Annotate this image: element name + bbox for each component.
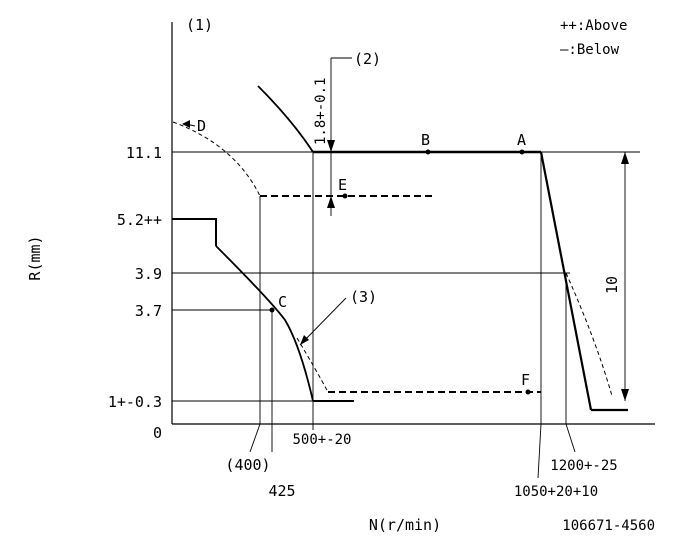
d-arrow	[182, 120, 190, 128]
ytick-0: 0	[153, 424, 162, 442]
point-a-marker	[519, 149, 525, 155]
xtick-500: 500+-20	[292, 432, 351, 448]
curve-d-dashed	[172, 121, 261, 197]
point-f-label: F	[521, 371, 530, 389]
ytick-11-1: 11.1	[126, 144, 162, 162]
point-e-marker	[342, 193, 348, 199]
note3-leader	[299, 297, 347, 346]
point-c-label: C	[278, 293, 287, 311]
ytick-1: 1+-0.3	[108, 393, 162, 411]
point-a-label: A	[517, 131, 526, 149]
xtick-1200: 1200+-25	[550, 458, 617, 474]
point-c-marker	[269, 307, 275, 313]
xtick-425: 425	[268, 482, 295, 500]
xtick-400: (400)	[225, 456, 270, 474]
ytick-3-9: 3.9	[135, 265, 162, 283]
note3-arrow	[300, 335, 309, 345]
gap-arrow-down	[327, 140, 335, 152]
droop-dashed	[565, 272, 613, 397]
note2-label: (2)	[354, 50, 381, 68]
y-axis-label: R(mm)	[26, 235, 44, 280]
xtick-1050: 1050+20+10	[514, 484, 598, 500]
span-arrow-top	[621, 152, 629, 164]
x-axis-label: N(r/min)	[369, 516, 441, 534]
gap-arrow-up	[327, 196, 335, 208]
legend-above: ++:Above	[560, 18, 627, 34]
point-e-label: E	[338, 176, 347, 194]
leader-1050	[537, 423, 542, 479]
start-curve-step	[172, 218, 217, 246]
point-f-marker	[525, 389, 531, 395]
full-load-rise	[257, 85, 314, 153]
point-b-label: B	[421, 131, 430, 149]
full-load-droop	[539, 151, 593, 411]
ytick-5-2: 5.2++	[117, 211, 162, 229]
ytick-3-7: 3.7	[135, 302, 162, 320]
span-arrow-bottom	[621, 389, 629, 401]
point-b-marker	[425, 149, 431, 155]
leader-1200	[565, 423, 576, 453]
start-curve-fall	[215, 245, 314, 402]
legend-below: —:Below	[560, 42, 620, 58]
note3-label: (3)	[350, 288, 377, 306]
gap-label: 1.8+-0.1	[313, 78, 329, 145]
diagram-title: (1)	[186, 16, 213, 34]
span-label: 10	[603, 276, 621, 294]
leader-400	[249, 423, 261, 453]
point-d-label: D	[197, 117, 206, 135]
curve-3-dashed	[296, 337, 329, 393]
figure-id: 106671-4560	[562, 518, 655, 534]
